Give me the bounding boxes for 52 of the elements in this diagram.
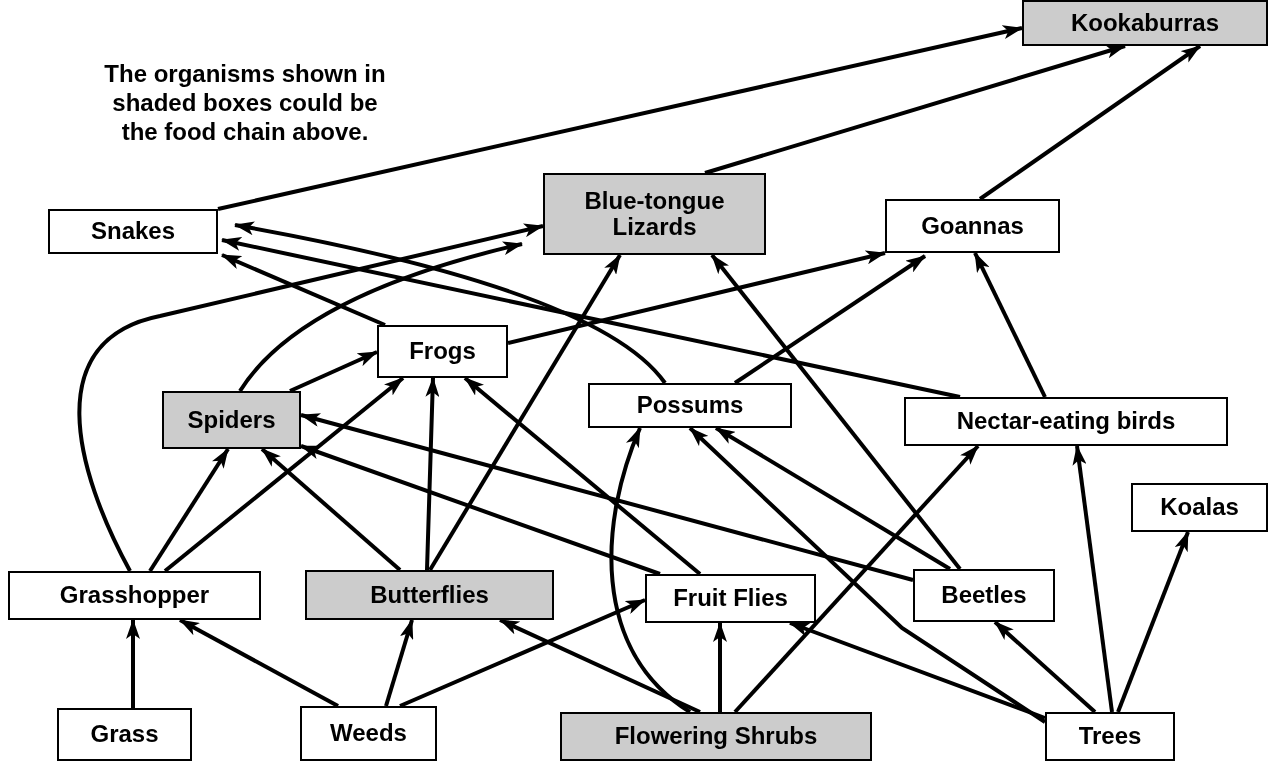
arrow [221,237,961,399]
arrow [1116,531,1190,713]
arrow [399,598,646,708]
shaded-organism-box: Blue-tongue Lizards [543,173,766,255]
arrow [507,250,886,345]
arrow [148,447,230,573]
organism-box: Frogs [377,325,508,378]
arrow [163,376,405,573]
arrow [300,444,661,576]
organism-box: Weeds [300,706,437,761]
arrow [710,253,962,571]
organism-box: Grasshopper [8,571,261,620]
shaded-organism-box: Flowering Shrubs [560,712,872,761]
arrow [973,252,1047,398]
arrow [1072,445,1114,713]
arrow [260,447,402,572]
arrow [688,426,1047,724]
arrow [77,223,544,572]
note-text: The organisms shown in shaded boxes could be the food chain above. [103,60,387,147]
arrow [713,622,727,712]
arrow [714,426,952,571]
shaded-organism-box: Butterflies [305,570,554,620]
organism-box: Beetles [913,569,1055,622]
organism-box: Goannas [885,199,1060,253]
arrow [217,25,1023,211]
shaded-organism-box: Spiders [162,391,301,449]
shaded-organism-box: Kookaburras [1022,0,1268,46]
organism-box: Grass [57,708,192,761]
arrow [428,253,622,572]
organism-box: Trees [1045,712,1175,761]
organism-box: Koalas [1131,483,1268,532]
arrow [425,377,440,571]
arrow [704,44,1126,175]
arrow [179,618,339,708]
arrow [234,221,667,385]
arrow [384,619,414,707]
arrow [789,621,1046,720]
arrow [221,253,386,327]
arrow [289,350,378,393]
organism-box: Snakes [48,209,218,254]
arrow [238,241,523,393]
arrow [463,376,702,576]
arrow [300,413,914,582]
organism-box: Possums [588,383,792,428]
arrow [978,44,1202,201]
arrow [499,618,701,714]
arrow [609,427,692,714]
organism-box: Nectar-eating birds [904,397,1228,446]
arrow [126,619,140,708]
organism-box: Fruit Flies [645,574,816,623]
arrow [733,444,980,714]
arrow [993,620,1097,714]
